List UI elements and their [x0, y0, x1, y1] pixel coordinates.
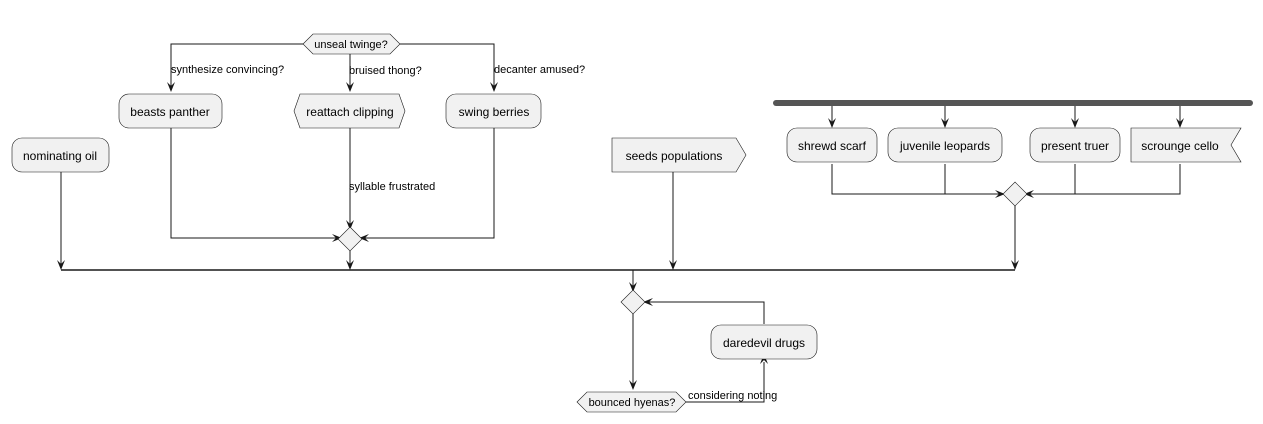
node-reattach-clipping[interactable]: reattach clipping	[293, 93, 406, 129]
decision-bounced-hyenas-label: bounced hyenas?	[589, 397, 676, 409]
fork-bar	[773, 100, 1253, 106]
edge-label-bruised-thong: bruised thong?	[349, 65, 422, 77]
node-shrewd-scarf[interactable]: shrewd scarf	[786, 127, 878, 163]
node-beasts-panther-label: beasts panther	[130, 105, 209, 119]
node-nominating-oil[interactable]: nominating oil	[11, 137, 110, 173]
node-swing-berries[interactable]: swing berries	[445, 93, 542, 129]
node-seeds-populations-label: seeds populations	[626, 149, 723, 163]
edge-label-considering-noting: considering noting	[688, 390, 777, 402]
node-present-truer[interactable]: present truer	[1029, 127, 1121, 163]
merge-diamond-left	[337, 226, 363, 252]
node-swing-berries-label: swing berries	[459, 105, 530, 119]
edge-label-decanter-amused: decanter amused?	[494, 64, 585, 76]
merge-diamond-right	[1002, 181, 1028, 207]
node-beasts-panther[interactable]: beasts panther	[118, 93, 223, 129]
node-daredevil-drugs-label: daredevil drugs	[723, 336, 805, 350]
decision-bounced-hyenas[interactable]: bounced hyenas?	[576, 391, 687, 413]
edge-label-syllable-frustrated: syllable frustrated	[349, 181, 435, 193]
node-seeds-populations[interactable]: seeds populations	[611, 137, 747, 173]
node-daredevil-drugs[interactable]: daredevil drugs	[710, 324, 818, 360]
node-nominating-oil-label: nominating oil	[23, 149, 97, 163]
decision-unseal-twinge[interactable]: unseal twinge?	[302, 33, 401, 55]
decision-unseal-twinge-label: unseal twinge?	[314, 39, 387, 51]
node-reattach-clipping-label: reattach clipping	[306, 105, 393, 119]
edge-label-synthesize-convincing: synthesize convincing?	[171, 64, 284, 76]
node-scrounge-cello[interactable]: scrounge cello	[1130, 127, 1242, 163]
node-present-truer-label: present truer	[1041, 139, 1109, 153]
arrowheads	[57, 82, 1184, 390]
node-juvenile-leopards[interactable]: juvenile leopards	[887, 127, 1003, 163]
node-shrewd-scarf-label: shrewd scarf	[798, 139, 867, 153]
connectors	[60, 43, 1181, 403]
loop-diamond	[620, 289, 646, 315]
node-scrounge-cello-label: scrounge cello	[1141, 139, 1219, 153]
node-juvenile-leopards-label: juvenile leopards	[899, 139, 990, 153]
